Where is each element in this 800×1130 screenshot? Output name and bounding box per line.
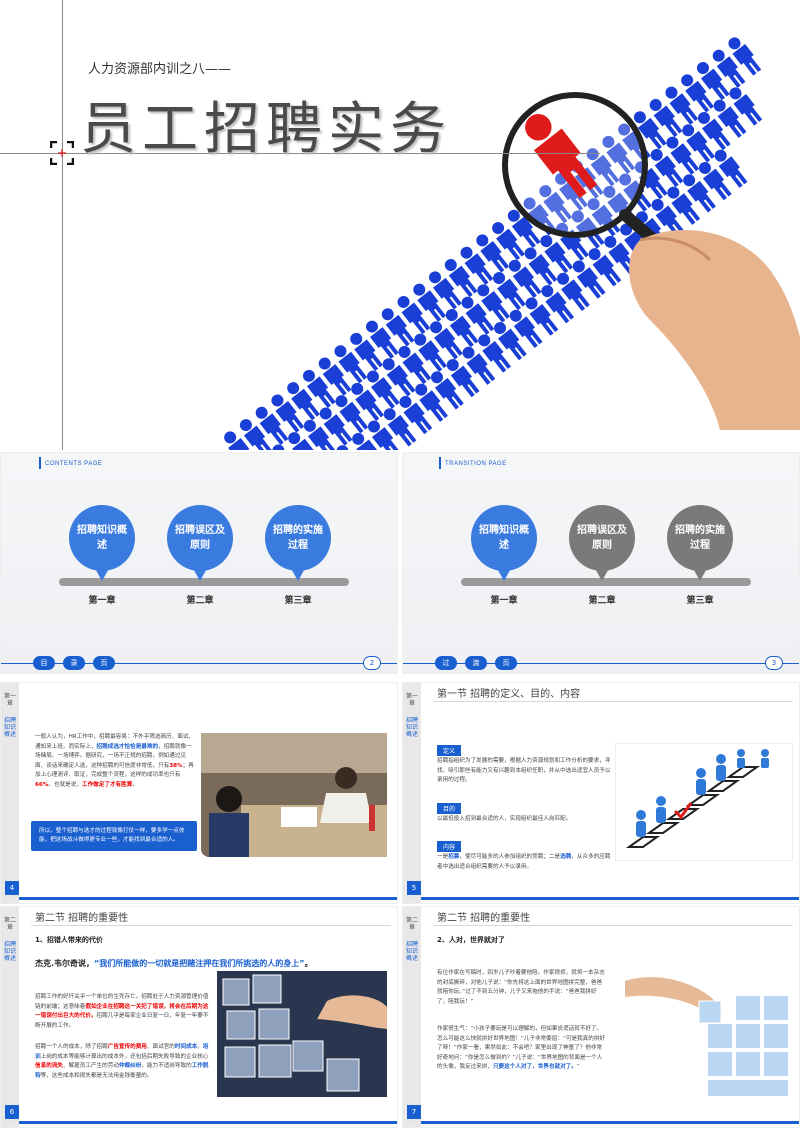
content-tag: 内容 xyxy=(437,841,462,852)
footer-tag: 过 xyxy=(435,656,457,670)
story-paragraph-1: 有位作家在写稿时，四岁儿子吵着要他陪。作家很烦，就将一本杂志的封底撕碎，对他儿子… xyxy=(437,970,605,1005)
people-crowd-illustration xyxy=(220,33,765,450)
cover-subtitle: 人力资源部内训之八—— xyxy=(88,62,232,77)
chapter-pin-1[interactable]: 招聘知识概述 xyxy=(69,505,135,583)
page-number: 7 xyxy=(407,1105,421,1119)
cover-vertical-line xyxy=(62,0,63,450)
purpose-text: 以最低投入招到最合适的人，实现组织最佳人岗匹配。 xyxy=(437,816,572,822)
chapter-pin-1[interactable]: 招聘知识概述 xyxy=(471,505,537,583)
puzzle-cubes-illustration xyxy=(615,971,793,1099)
transition-slide: TRANSITION PAGE 招聘知识概述 招聘误区及原则 招聘的实施过程 第… xyxy=(402,452,800,674)
footer-tag: 目 xyxy=(33,656,55,670)
definition-text: 招聘指组织为了发展的需要，根据人力资源规划和工作分析的要求，寻找、吸引那些有能力… xyxy=(437,758,611,783)
slide-5: 第一章 招聘知识概述 第一节 招聘的定义、目的、内容 定义 招聘指组织为了发展的… xyxy=(402,682,800,904)
chapter-pin-2[interactable]: 招聘误区及原则 xyxy=(167,505,233,583)
cost-paragraph-2: 招聘一个人的成本，除了招聘广告宣传的费用、面试官的时间成本、培训上岗的成本等能够… xyxy=(35,1044,209,1079)
chapter-pin-label: 招聘的实施过程 xyxy=(667,505,733,571)
section-heading: 第一节 招聘的定义、目的、内容 xyxy=(437,689,581,700)
side-title: 招聘知识概述 xyxy=(406,717,419,738)
cover-title: 员工招聘实务 xyxy=(80,97,452,162)
target-crosshair-icon xyxy=(50,141,74,165)
section-heading: 第二节 招聘的重要性 xyxy=(35,913,129,924)
summary-box: 所以，整个招聘与选才的过程就像打仗一样，要多学一点技能，把这场战斗做得更专业一些… xyxy=(31,821,197,851)
slide-6: 第二章 招聘知识概述 第二节 招聘的重要性 1、招错人带来的代价 杰克.韦尔奇说… xyxy=(0,906,398,1128)
candidate-photos-illustration xyxy=(217,971,387,1097)
section-heading: 第二节 招聘的重要性 xyxy=(437,913,531,924)
side-chapter: 第一章 xyxy=(406,693,419,708)
definition-tag: 定义 xyxy=(437,745,462,756)
side-title: 招聘知识概述 xyxy=(4,941,17,962)
magnifier-icon xyxy=(502,92,666,251)
footer-tag: 渡 xyxy=(465,656,487,670)
slide-7: 第二章 招聘知识概述 第二节 招聘的重要性 2、人对，世界就对了 有位作家在写稿… xyxy=(402,906,800,1128)
transition-page-label: TRANSITION PAGE xyxy=(439,457,507,469)
chapter-pin-2[interactable]: 招聘误区及原则 xyxy=(569,505,635,583)
chapter-label: 第一章 xyxy=(88,596,116,606)
side-title: 招聘知识概述 xyxy=(4,717,17,738)
footer-tag: 录 xyxy=(63,656,85,670)
contents-slide: CONTENTS PAGE 招聘知识概述 招聘误区及原则 招聘的实施过程 第一章… xyxy=(0,452,398,674)
sub-heading: 2、人对，世界就对了 xyxy=(437,936,505,944)
chapter-pin-3[interactable]: 招聘的实施过程 xyxy=(667,505,733,583)
chapter-pin-label: 招聘误区及原则 xyxy=(167,505,233,571)
chapter-label: 第二章 xyxy=(588,596,616,606)
chapter-pin-label: 招聘的实施过程 xyxy=(265,505,331,571)
intro-paragraph: 一般人认为，HR工作中，招聘最容易：不外乎筛选简历、面试、通知来上班。而实际上，… xyxy=(35,734,195,788)
side-chapter: 第二章 xyxy=(406,917,419,932)
chapter-label: 第一章 xyxy=(490,596,518,606)
page-number: 5 xyxy=(407,881,421,895)
purpose-tag: 目的 xyxy=(437,803,462,814)
page-number: 4 xyxy=(5,881,19,895)
page-number: 2 xyxy=(363,656,381,670)
checklist-people-illustration xyxy=(615,743,793,861)
chapter-pin-label: 招聘知识概述 xyxy=(471,505,537,571)
cost-paragraph-1: 招聘工作的好坏关乎一个单位的生死存亡。招聘处于人力资源管理价值链的前端；这意味着… xyxy=(35,994,209,1029)
quote-line: 杰克.韦尔奇说，“我们所能做的一切就是把赌注押在我们所挑选的人的身上”。 xyxy=(35,959,313,968)
chapter-pin-label: 招聘知识概述 xyxy=(69,505,135,571)
chapter-label: 第三章 xyxy=(284,596,312,606)
side-chapter: 第一章 xyxy=(4,693,17,708)
cover-slide: 人力资源部内训之八—— 员工招聘实务 xyxy=(0,0,800,450)
footer-tag: 页 xyxy=(495,656,517,670)
content-text: 一是招募，使尽可能多的人参加组织的竞聘；二是选聘，从众多的应聘者中选出适合组织需… xyxy=(437,854,611,870)
side-title: 招聘知识概述 xyxy=(406,941,419,962)
page-number: 3 xyxy=(765,656,783,670)
chapter-rail xyxy=(59,578,349,586)
chapter-pin-3[interactable]: 招聘的实施过程 xyxy=(265,505,331,583)
contents-page-label: CONTENTS PAGE xyxy=(38,457,103,469)
sub-heading: 1、招错人带来的代价 xyxy=(35,936,103,944)
chapter-rail xyxy=(461,578,751,586)
chapter-label: 第三章 xyxy=(686,596,714,606)
interview-photo xyxy=(201,733,387,857)
slide-4: 第一章 招聘知识概述 一般人认为，HR工作中，招聘最容易：不外乎筛选简历、面试、… xyxy=(0,682,398,904)
side-chapter: 第二章 xyxy=(4,917,17,932)
page-number: 6 xyxy=(5,1105,19,1119)
chapter-pin-label: 招聘误区及原则 xyxy=(569,505,635,571)
footer-tag: 页 xyxy=(93,656,115,670)
hand-illustration xyxy=(629,230,800,430)
story-paragraph-2: 作家很生气：“小孩子要玩是可以理解的，但如果说谎话就不好了。怎么可能这么快就拼好… xyxy=(437,1026,606,1070)
chapter-label: 第二章 xyxy=(186,596,214,606)
cover-horizontal-line xyxy=(0,153,600,154)
